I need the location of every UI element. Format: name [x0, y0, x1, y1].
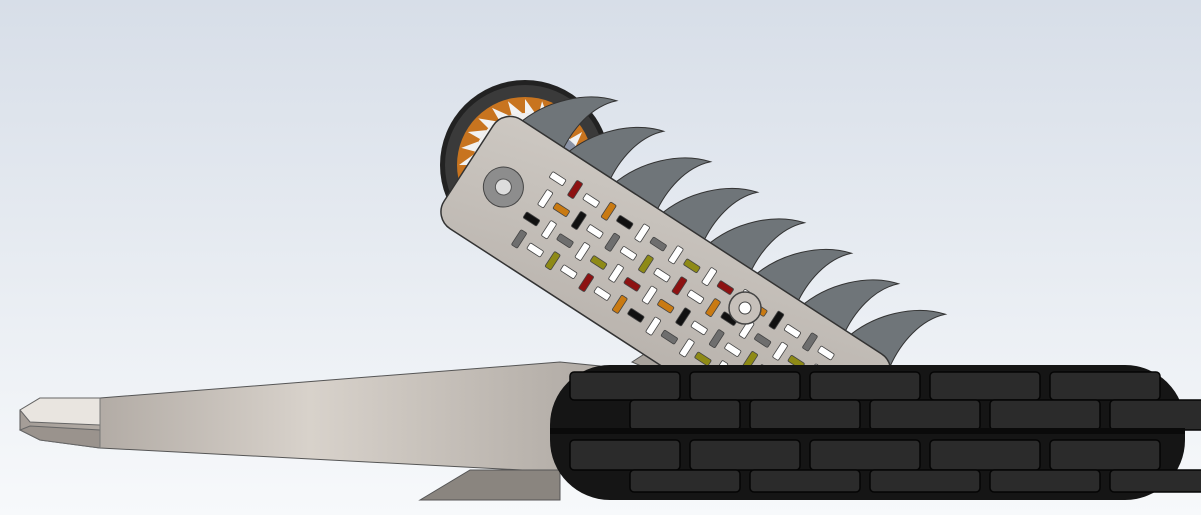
tread-block	[689, 439, 801, 471]
plate-cutout	[817, 345, 835, 361]
tread-block	[1049, 371, 1161, 401]
saw-tooth	[478, 118, 497, 129]
plate-cutout	[724, 342, 742, 357]
plate-cutout	[683, 258, 701, 273]
plate-cutout	[578, 273, 594, 292]
plate-cutout	[523, 211, 540, 227]
plate-cutout	[660, 330, 678, 345]
plate-cutout	[645, 316, 661, 336]
plate-cutout	[705, 298, 721, 317]
plate-cutout	[657, 299, 675, 314]
plate-cutout	[690, 320, 708, 336]
plate-cutout	[638, 254, 654, 274]
plate-cutout	[600, 201, 617, 221]
plate-cutout	[616, 215, 634, 230]
plate-cutout	[716, 280, 734, 295]
plate-cutout	[593, 286, 611, 301]
plate-cutout	[537, 189, 553, 208]
plate-cutout	[668, 245, 684, 265]
tread-block	[749, 399, 861, 431]
track-drum	[550, 365, 1201, 500]
front-wedge	[18, 361, 601, 501]
tread-block	[809, 371, 921, 401]
saw-tooth	[461, 141, 479, 152]
tread-block	[869, 469, 981, 493]
tread-block	[569, 371, 681, 401]
plate-cutout	[620, 246, 637, 261]
plate-cutout	[634, 223, 650, 243]
plate-cutout	[675, 307, 691, 327]
plate-cutout	[772, 341, 788, 361]
plate-cutout	[623, 277, 641, 292]
saw-tooth	[507, 101, 523, 115]
tread-block	[869, 399, 981, 431]
plate-cutout	[754, 333, 772, 348]
plate-cutout	[590, 255, 608, 270]
tread-block	[1109, 399, 1201, 431]
plate-cutout	[549, 171, 567, 186]
tread-block	[929, 371, 1041, 401]
plate-cutout	[560, 264, 578, 279]
plate-cutout	[567, 180, 583, 199]
saw-tooth	[525, 99, 536, 115]
plate-cutout	[649, 236, 667, 252]
saw-tooth	[467, 130, 487, 139]
plate-cutout	[687, 289, 704, 304]
plate-cutout	[612, 295, 628, 314]
tread-block	[809, 439, 921, 471]
tread-block	[989, 469, 1101, 493]
plate-cutout	[511, 229, 527, 249]
tread-block	[629, 469, 741, 493]
plate-cutout	[701, 267, 717, 286]
plate-cutout	[582, 193, 600, 208]
plate-cutout	[608, 264, 624, 283]
tread-block	[1109, 469, 1201, 493]
plate-cutout	[627, 308, 645, 323]
plate-cutout	[671, 276, 688, 296]
plate-cutout	[802, 332, 818, 352]
plate-cutout	[709, 329, 725, 348]
plate-cutout	[545, 251, 561, 271]
plate-cutout	[586, 224, 604, 239]
plate-cutout	[574, 242, 591, 261]
tread-block	[989, 399, 1101, 431]
plate-cutout	[653, 267, 671, 283]
plate-cutout	[768, 310, 785, 330]
tread-block	[569, 439, 681, 471]
plate-cutout	[641, 285, 658, 305]
tread-block	[929, 439, 1041, 471]
plate-cutout	[556, 233, 574, 248]
plate-cutout	[571, 211, 587, 230]
tread-block	[629, 399, 741, 431]
tread-block	[749, 469, 861, 493]
plate-cutout	[694, 351, 712, 367]
plate-cutout	[541, 220, 557, 240]
plate-cutout	[526, 242, 544, 258]
tread-block	[689, 371, 801, 401]
plate-cutout	[679, 338, 695, 358]
plate-cutout	[784, 324, 801, 339]
plate-cutout	[552, 202, 570, 217]
plate-cutout	[604, 232, 621, 252]
tread-block	[1049, 439, 1161, 471]
